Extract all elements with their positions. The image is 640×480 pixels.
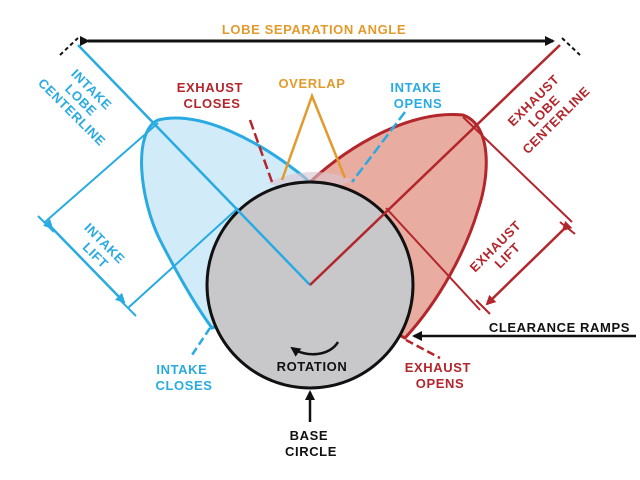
exhaust-lift-ext-bottom: [385, 207, 481, 311]
overlap-leader: [280, 92, 347, 181]
base-circle-label: BASE CIRCLE: [285, 428, 337, 459]
svg-text:EXHAUST LIFT: EXHAUST LIFT: [467, 215, 538, 286]
intake-opens-leader: [351, 111, 406, 183]
lobe-separation-label: LOBE SEPARATION ANGLE: [222, 22, 406, 37]
intake-lift-arrow: [42, 218, 126, 304]
intake-lift-label: INTAKE LIFT: [71, 220, 131, 280]
lobe-separation-tick-left: [59, 37, 79, 56]
exhaust-closes-label: EXHAUST CLOSES: [177, 80, 248, 111]
exhaust-lift-arrow: [485, 220, 573, 306]
intake-opens-label: INTAKE OPENS: [390, 80, 445, 111]
exhaust-lift-ext-top: [462, 116, 573, 223]
exhaust-opens-label: EXHAUST OPENS: [405, 360, 476, 391]
svg-text:INTAKE LIFT: INTAKE LIFT: [71, 220, 131, 280]
intake-closes-leader: [188, 327, 212, 359]
rotation-label: ROTATION: [277, 359, 348, 374]
rotation-arrow-icon: [290, 341, 340, 357]
exhaust-lift-label: EXHAUST LIFT: [467, 215, 538, 286]
exhaust-lift-tick-bottom: [475, 299, 491, 315]
intake-centerline-label: INTAKE LOBE CENTERLINE: [35, 54, 130, 149]
intake-lift-ext-top: [44, 122, 159, 223]
exhaust-centerline-label: EXHAUST LOBE CENTERLINE: [498, 62, 593, 157]
intake-centerline: [77, 44, 311, 286]
clearance-ramps-label: CLEARANCE RAMPS: [489, 320, 630, 335]
intake-lift-tick-bottom: [119, 299, 137, 317]
intake-lift-ext-bottom: [127, 207, 239, 309]
exhaust-opens-leader: [405, 338, 441, 360]
lobe-separation-tick-right: [561, 37, 581, 56]
intake-closes-label: INTAKE CLOSES: [155, 362, 212, 393]
exhaust-closes-leader: [248, 119, 274, 183]
exhaust-centerline: [309, 44, 561, 286]
exhaust-lift-tick-top: [559, 221, 576, 235]
overlap-label: OVERLAP: [278, 76, 345, 91]
svg-text:INTAKE LOBE CENTER: INTAKE LOBE CENTERLINE: [35, 54, 130, 149]
svg-text:EXHAUST LOBE CENTE: EXHAUST LOBE CENTERLINE: [498, 62, 593, 157]
intake-lift-tick-top: [37, 215, 55, 233]
